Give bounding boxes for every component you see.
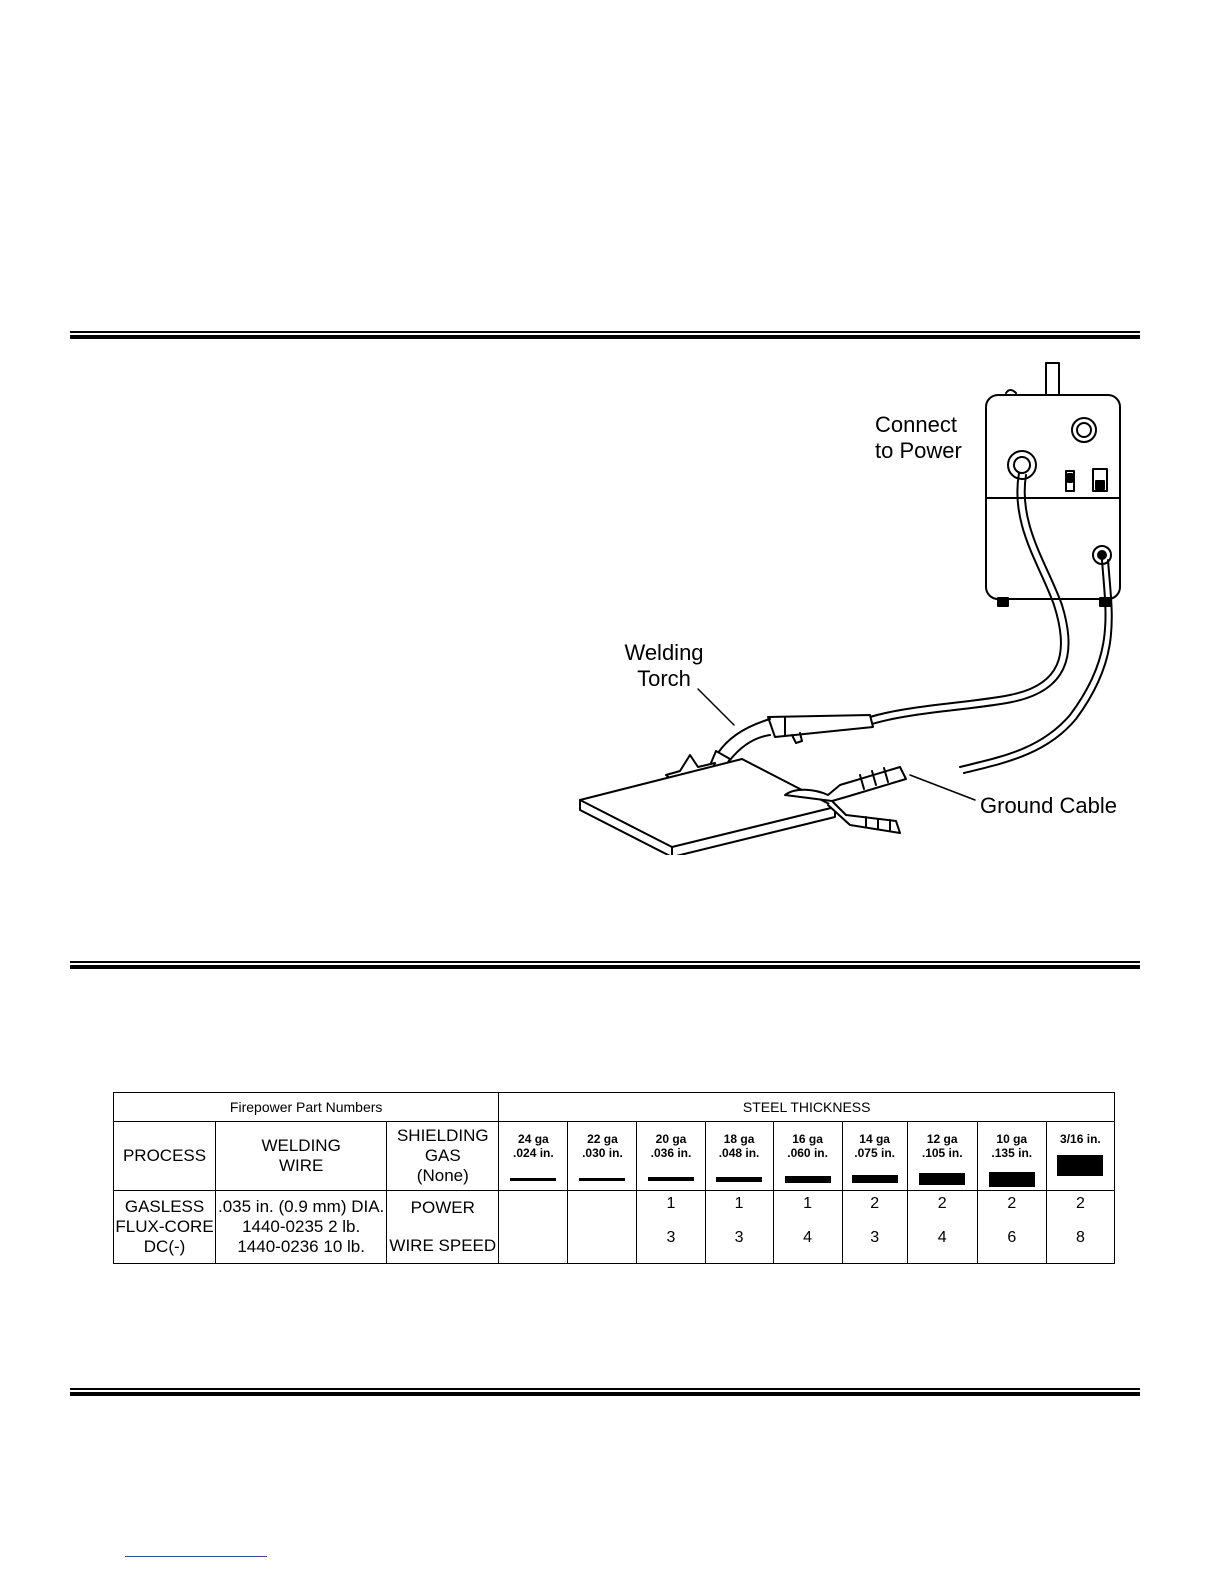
thickness-bar (784, 1175, 831, 1183)
gauge-label: 18 ga (723, 1132, 755, 1146)
wire-speed-value: 4 (803, 1229, 813, 1246)
gauge-label: 14 ga (859, 1132, 890, 1146)
power-value (499, 1191, 567, 1229)
wire-speed-value: 8 (1075, 1229, 1085, 1246)
power-value: 1 (666, 1195, 676, 1212)
power-value: 1 (734, 1195, 744, 1212)
power-value: 2 (870, 1195, 880, 1212)
power-label: POWER (410, 1198, 475, 1217)
thickness-bar (851, 1175, 898, 1183)
thickness-bar (647, 1177, 694, 1181)
thickness-header: 14 ga.075 in. (841, 1121, 908, 1191)
torch-leader-line (697, 688, 735, 726)
section-rule-middle (70, 961, 1140, 969)
section-rule-bottom (70, 1388, 1140, 1396)
wire-speed-value: 3 (870, 1229, 880, 1246)
thickness-bar (716, 1176, 763, 1182)
thickness-bar (919, 1173, 966, 1185)
inch-label: .075 in. (854, 1146, 895, 1160)
inch-label: .060 in. (787, 1146, 828, 1160)
thickness-header: 16 ga.060 in. (772, 1121, 843, 1191)
torch-cable (869, 472, 1070, 725)
thickness-header: 22 ga.030 in. (567, 1121, 638, 1191)
welder-machine (985, 362, 1121, 607)
inch-label: .030 in. (582, 1146, 623, 1160)
welding-torch-label: Welding Torch (624, 640, 704, 691)
section-rule-top (70, 331, 1140, 339)
inch-label: .036 in. (650, 1146, 692, 1160)
setting-labels-cell: POWER WIRE SPEED (386, 1190, 500, 1264)
power-value (568, 1191, 636, 1229)
inch-label: .048 in. (718, 1146, 760, 1160)
thickness-header: 10 ga.135 in. (976, 1121, 1047, 1191)
wire-speed-value: 6 (1007, 1229, 1017, 1246)
process-header: PROCESS (112, 1121, 217, 1191)
welding-wire-header: WELDING WIRE (215, 1121, 388, 1191)
power-value: 2 (1007, 1195, 1017, 1212)
gauge-label: 24 ga (518, 1132, 549, 1146)
inch-label: .024 in. (513, 1146, 554, 1160)
gauge-label: 20 ga (655, 1132, 687, 1146)
power-value: 2 (937, 1195, 947, 1212)
setting-value-cell (498, 1190, 569, 1264)
wire-speed-value: 3 (734, 1229, 744, 1246)
weld-settings-table: Firepower Part Numbers STEEL THICKNESS P… (112, 1092, 1116, 1264)
thickness-bar (579, 1177, 626, 1181)
setting-value-cell (567, 1190, 638, 1264)
thickness-header: 18 ga.048 in. (704, 1121, 774, 1191)
inch-label: .135 in. (991, 1146, 1033, 1160)
welding-wire-cell: .035 in. (0.9 mm) DIA. 1440-0235 2 lb. 1… (215, 1190, 388, 1264)
shielding-gas-header: SHIELDING GAS (None) (386, 1121, 500, 1191)
part-numbers-header: Firepower Part Numbers (112, 1092, 500, 1122)
gauge-label: 3/16 in. (1060, 1132, 1101, 1146)
gauge-label: 12 ga (926, 1132, 958, 1146)
inch-label: .105 in. (921, 1146, 963, 1160)
wire-speed-label: WIRE SPEED (389, 1236, 497, 1255)
gauge-label: 10 ga (996, 1132, 1028, 1146)
ground-cable (959, 559, 1113, 774)
ground-leader-line (909, 774, 976, 801)
power-value: 2 (1075, 1195, 1085, 1212)
process-cell: GASLESS FLUX-CORE DC(-) (112, 1190, 217, 1264)
thickness-bar (510, 1177, 557, 1181)
wire-speed-value: 4 (937, 1229, 947, 1246)
thickness-header: 20 ga.036 in. (636, 1121, 706, 1191)
connect-to-power-label: Connect to Power (875, 412, 962, 463)
wire-speed-value: 3 (666, 1229, 676, 1246)
footer-link-underline[interactable] (125, 1556, 267, 1557)
workpiece-plate (579, 758, 836, 855)
gauge-label: 16 ga (792, 1132, 823, 1146)
thickness-header: 24 ga.024 in. (498, 1121, 569, 1191)
thickness-bar (988, 1171, 1035, 1187)
steel-thickness-header: STEEL THICKNESS (498, 1092, 1115, 1122)
thickness-header: 3/16 in. (1045, 1121, 1116, 1191)
gauge-label: 22 ga (587, 1132, 618, 1146)
welder-setup-diagram (579, 362, 1121, 855)
thickness-bar (1057, 1154, 1104, 1176)
ground-cable-label: Ground Cable (980, 793, 1117, 818)
power-value: 1 (803, 1195, 813, 1212)
ground-clamp (784, 766, 907, 834)
thickness-header: 12 ga.105 in. (906, 1121, 978, 1191)
